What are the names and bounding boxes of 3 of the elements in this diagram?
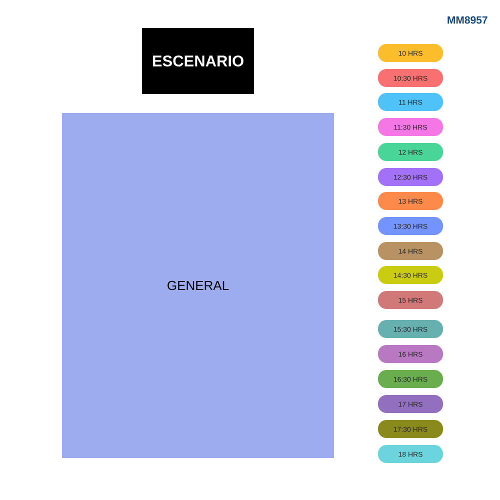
map-code: MM8957	[448, 16, 488, 24]
stage-box: ESCENARIO	[142, 28, 254, 94]
seating-area: GENERAL	[62, 113, 334, 458]
